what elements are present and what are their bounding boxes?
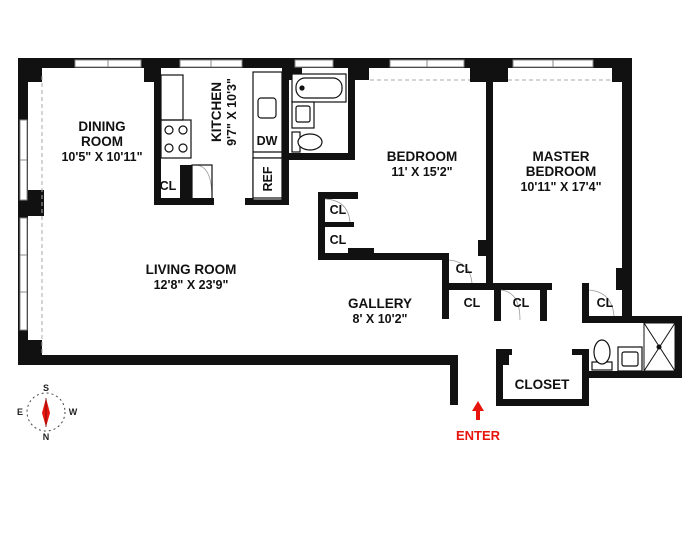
closet-label-bedroom-upper: CL bbox=[330, 203, 347, 217]
master-bedroom-dimensions: 10'11" X 17'4" bbox=[520, 180, 601, 194]
closet-label-bedroom-lower: CL bbox=[330, 233, 347, 247]
bedroom-dimensions: 11' X 15'2" bbox=[391, 165, 452, 179]
living-room-dimensions: 12'8" X 23'9" bbox=[154, 278, 229, 292]
bathroom-sink bbox=[291, 101, 315, 129]
master-bedroom-label-2: BEDROOM bbox=[526, 164, 597, 179]
closet-label-gallery-1: CL bbox=[464, 296, 481, 310]
dining-room-label-1: DINING bbox=[78, 119, 125, 134]
window-mullions bbox=[20, 60, 554, 293]
entry-arrow-icon bbox=[472, 401, 484, 420]
refrigerator bbox=[252, 157, 283, 199]
bedroom-label: BEDROOM bbox=[387, 149, 458, 164]
kitchen-dimensions: 9'7" X 10'3" bbox=[225, 78, 239, 146]
interior-walls bbox=[154, 68, 682, 406]
compass-west: W bbox=[69, 407, 78, 417]
dining-room-dimensions: 10'5" X 10'11" bbox=[61, 150, 142, 164]
kitchen-label: KITCHEN bbox=[209, 82, 224, 142]
compass-icon: S N E W bbox=[17, 383, 78, 442]
enter-label: ENTER bbox=[456, 428, 501, 443]
closet-label-gallery-2: CL bbox=[513, 296, 530, 310]
soffit-lines bbox=[41, 76, 612, 355]
closet-label: CLOSET bbox=[515, 377, 571, 392]
counter bbox=[160, 74, 213, 201]
dishwasher-label: DW bbox=[257, 134, 278, 148]
compass-east: E bbox=[17, 407, 23, 417]
compass-south: S bbox=[43, 383, 49, 393]
room-labels: DINING ROOM 10'5" X 10'11" KITCHEN 9'7" … bbox=[61, 78, 601, 392]
bathroom-sink-2 bbox=[617, 346, 643, 372]
compass-north: N bbox=[43, 432, 50, 442]
refrigerator-label: REF bbox=[261, 166, 275, 191]
toilet-2 bbox=[591, 339, 613, 371]
dining-room-label-2: ROOM bbox=[81, 134, 123, 149]
closet-label-kitchen: CL bbox=[160, 179, 177, 193]
gallery-dimensions: 8' X 10'2" bbox=[353, 312, 408, 326]
bathtub bbox=[291, 73, 347, 103]
master-bedroom-label-1: MASTER bbox=[533, 149, 590, 164]
living-room-label: LIVING ROOM bbox=[146, 262, 237, 277]
closet-labels: CL CL CL CL CL CL CL bbox=[160, 179, 614, 310]
stove bbox=[160, 119, 192, 159]
toilet bbox=[291, 131, 323, 153]
fixture-labels: DW REF bbox=[257, 134, 278, 192]
closet-label-bedroom-right: CL bbox=[456, 262, 473, 276]
closet-label-master: CL bbox=[597, 296, 614, 310]
shower bbox=[643, 322, 676, 372]
gallery-label: GALLERY bbox=[348, 296, 412, 311]
